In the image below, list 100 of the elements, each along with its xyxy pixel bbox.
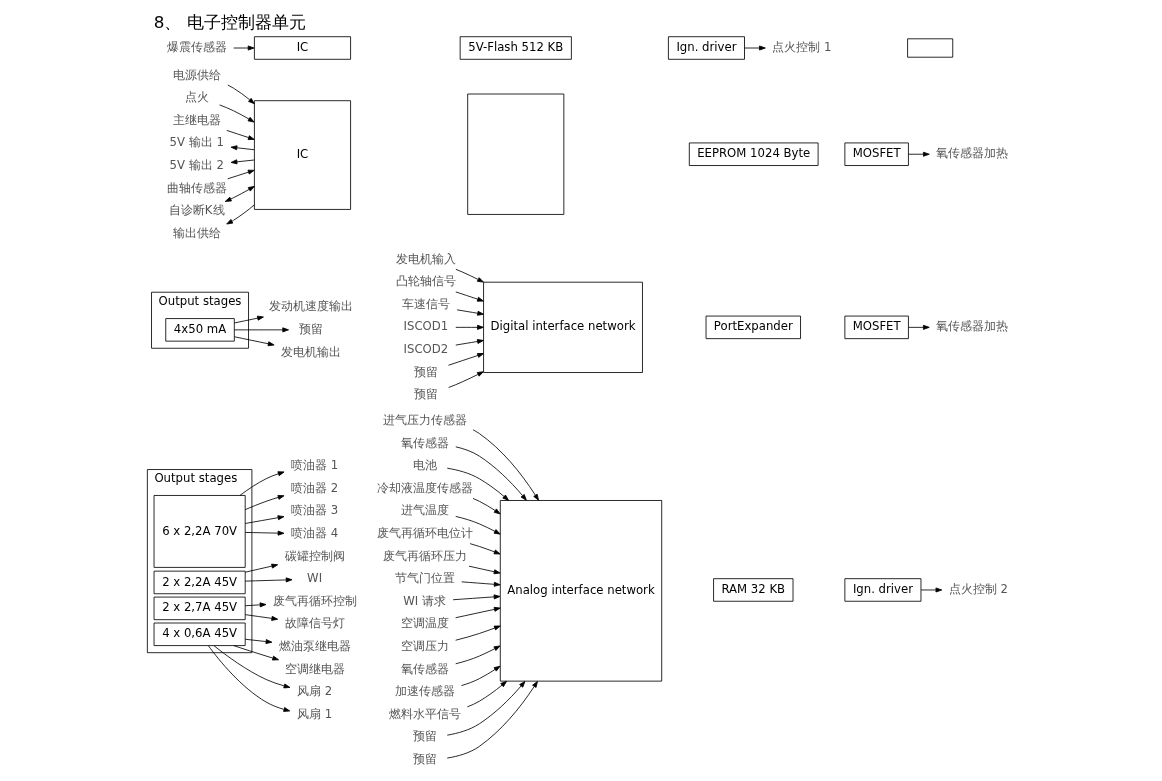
node-text: 预留	[412, 751, 437, 766]
arrow	[456, 309, 484, 316]
arrow	[446, 681, 538, 759]
node-text: 氧传感器加热	[936, 319, 1008, 334]
node-box: 6 x 2,2A 70V	[153, 495, 246, 568]
node-text: 爆震传感器	[166, 40, 227, 55]
arrow	[233, 327, 289, 333]
node-text: 空调温度	[400, 616, 449, 631]
node-box: 4 x 0,6A 45V	[153, 622, 246, 646]
node-text: WI 请求	[403, 593, 446, 608]
arrow	[472, 429, 539, 501]
node-text: 5V 输出 2	[169, 158, 224, 173]
node-text: 预留	[412, 729, 437, 744]
node-text: 车速信号	[401, 296, 450, 311]
node-text: 喷油器 1	[291, 458, 339, 473]
node-text: 凸轮轴信号	[395, 274, 456, 289]
arrow	[446, 467, 510, 501]
node-text: 预留	[299, 321, 324, 336]
node-text: 废气再循环电位计	[376, 526, 473, 541]
arrow	[455, 645, 501, 665]
node-text: 进气温度	[400, 503, 449, 518]
node-text: 点火	[184, 90, 209, 105]
arrow	[455, 446, 527, 501]
node-box: 2 x 2,7A 45V	[153, 596, 246, 621]
arrow	[244, 602, 267, 608]
node-text: 电源供给	[172, 67, 221, 82]
node-text: 风扇 1	[297, 706, 333, 721]
node-text: 空调继电器	[284, 661, 345, 676]
node-text: 进气压力传感器	[382, 413, 467, 428]
node-box: IC	[254, 100, 351, 210]
node-text: 节气门位置	[394, 571, 455, 586]
node-box	[467, 93, 565, 215]
arrow	[448, 371, 484, 388]
node-text: 点火控制 2	[948, 582, 1008, 597]
arrow	[244, 515, 285, 524]
arrow	[244, 563, 279, 573]
node-text: 氧传感器	[400, 435, 449, 450]
node-text: 废气再循环压力	[382, 548, 467, 563]
arrow	[244, 638, 273, 644]
arrow	[466, 680, 507, 708]
node-text: 废气再循环控制	[272, 593, 357, 608]
arrow	[213, 645, 291, 689]
node-text: ISCOD1	[403, 319, 449, 334]
node-box: PortExpander	[705, 315, 801, 340]
node-box	[907, 38, 954, 58]
arrow	[468, 565, 501, 575]
diagram-title: 8、 电子控制器单元	[153, 12, 306, 33]
node-text: 碳罐控制阀	[284, 548, 345, 563]
arrow	[461, 581, 501, 587]
node-box: MOSFET	[844, 315, 909, 340]
arrow	[744, 45, 766, 51]
node-text: 燃料水平信号	[388, 706, 461, 721]
arrow	[233, 45, 255, 51]
arrow	[452, 594, 501, 601]
arrow	[455, 339, 484, 346]
node-text: WI	[307, 571, 323, 586]
node-text: 5V 输出 1	[169, 135, 224, 150]
arrow	[233, 645, 279, 661]
arrow	[230, 159, 255, 165]
arrow	[455, 268, 484, 283]
arrow	[920, 587, 943, 593]
arrow	[244, 494, 285, 511]
arrow	[908, 151, 930, 157]
node-text: 发动机速度输出	[269, 299, 354, 314]
node-text: 喷油器 4	[291, 526, 339, 541]
node-text: 电池	[412, 458, 437, 473]
node-text: 氧传感器	[400, 661, 449, 676]
arrow	[448, 353, 484, 366]
arrow	[244, 577, 293, 583]
arrow	[455, 625, 501, 641]
node-box: IC	[254, 36, 351, 60]
node-text: 曲轴传感器	[166, 180, 227, 195]
node-text: 风扇 2	[297, 684, 333, 699]
arrow	[472, 497, 501, 515]
node-text: 主继电器	[172, 112, 221, 127]
arrow	[446, 680, 526, 736]
arrow	[455, 516, 501, 535]
node-text: 自诊断K线	[168, 203, 225, 218]
node-text: 故障信号灯	[284, 616, 345, 631]
node-text: 预留	[413, 364, 438, 379]
node-text: 空调压力	[400, 638, 449, 653]
node-text: 冷却液温度传感器	[376, 480, 473, 495]
arrow	[908, 324, 930, 330]
node-box: Analog interface network	[499, 500, 663, 682]
arrow	[226, 204, 255, 225]
node-box: Ign. driver	[668, 36, 745, 60]
arrow	[233, 336, 275, 347]
node-text: 输出供给	[172, 225, 221, 240]
arrow	[233, 315, 264, 324]
node-text: 燃油泵继电器	[278, 638, 351, 653]
node-box: 2 x 2,2A 45V	[153, 570, 246, 595]
arrow	[227, 84, 255, 105]
arrow	[227, 169, 255, 180]
arrow	[461, 665, 501, 687]
node-box: Digital interface network	[483, 281, 643, 373]
arrow	[455, 606, 501, 619]
arrow	[219, 104, 255, 123]
node-box: MOSFET	[844, 142, 909, 166]
node-text: 预留	[413, 387, 438, 402]
arrow	[244, 614, 279, 621]
